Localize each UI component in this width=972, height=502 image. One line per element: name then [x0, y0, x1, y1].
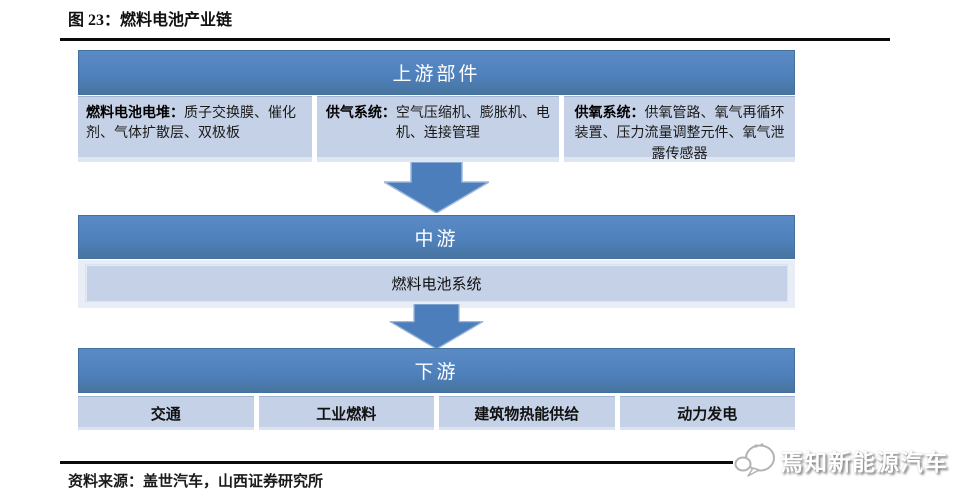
down-arrow-icon: [389, 304, 484, 349]
upstream-cell-oxygen-supply: 供氧系统：供氧管路、氧气再循环装置、压力流量调整元件、氧气泄露传感器: [564, 96, 795, 162]
upstream-cells: 燃料电池电堆：质子交换膜、催化剂、气体扩散层、双极板 供气系统：空气压缩机、膨胀…: [78, 96, 795, 162]
figure-title: 图 23：燃料电池产业链: [68, 12, 233, 29]
downstream-header: 下游: [78, 348, 795, 393]
cell-text: 供氧管路、氧气再循环装置、压力流量调整元件、氧气泄露传感器: [574, 104, 785, 161]
downstream-cell-industrial-fuel: 工业燃料: [258, 396, 434, 430]
downstream-cells: 交通 工业燃料 建筑物热能供给 动力发电: [78, 396, 795, 430]
midstream-cell-fuel-cell-system: 燃料电池系统: [85, 264, 788, 302]
downstream-block: 下游 交通 工业燃料 建筑物热能供给 动力发电: [78, 348, 795, 430]
downstream-cell-power-generation: 动力发电: [619, 396, 795, 430]
midstream-cells: 燃料电池系统: [78, 260, 795, 308]
top-rule: [60, 38, 890, 41]
down-arrow-icon: [384, 162, 489, 213]
cell-text: 质子交换膜、催化剂、气体扩散层、双极板: [86, 104, 296, 141]
watermark-text: 焉知新能源汽车: [780, 449, 948, 475]
upstream-cell-air-supply: 供气系统：空气压缩机、膨胀机、电机、连接管理: [316, 96, 559, 162]
speech-bubbles-icon: [734, 443, 775, 477]
cell-label: 供气系统：: [325, 104, 396, 120]
source-note: 资料来源：盖世汽车，山西证券研究所: [68, 473, 324, 490]
upstream-block: 上游部件 燃料电池电堆：质子交换膜、催化剂、气体扩散层、双极板 供气系统：空气压…: [78, 50, 795, 162]
watermark-logo: 焉知新能源汽车: [733, 438, 948, 482]
cell-label: 供氧系统：: [574, 104, 645, 120]
upstream-header: 上游部件: [78, 50, 795, 95]
cell-text: 空气压缩机、膨胀机、电机、连接管理: [395, 104, 550, 141]
upstream-cell-stack: 燃料电池电堆：质子交换膜、催化剂、气体扩散层、双极板: [78, 96, 312, 162]
cell-label: 燃料电池电堆：: [86, 104, 184, 120]
downstream-cell-building-heat: 建筑物热能供给: [439, 396, 615, 430]
bottom-rule: [60, 461, 750, 464]
downstream-cell-transport: 交通: [78, 396, 254, 430]
midstream-block: 中游 燃料电池系统: [78, 215, 795, 308]
midstream-header: 中游: [78, 215, 795, 259]
